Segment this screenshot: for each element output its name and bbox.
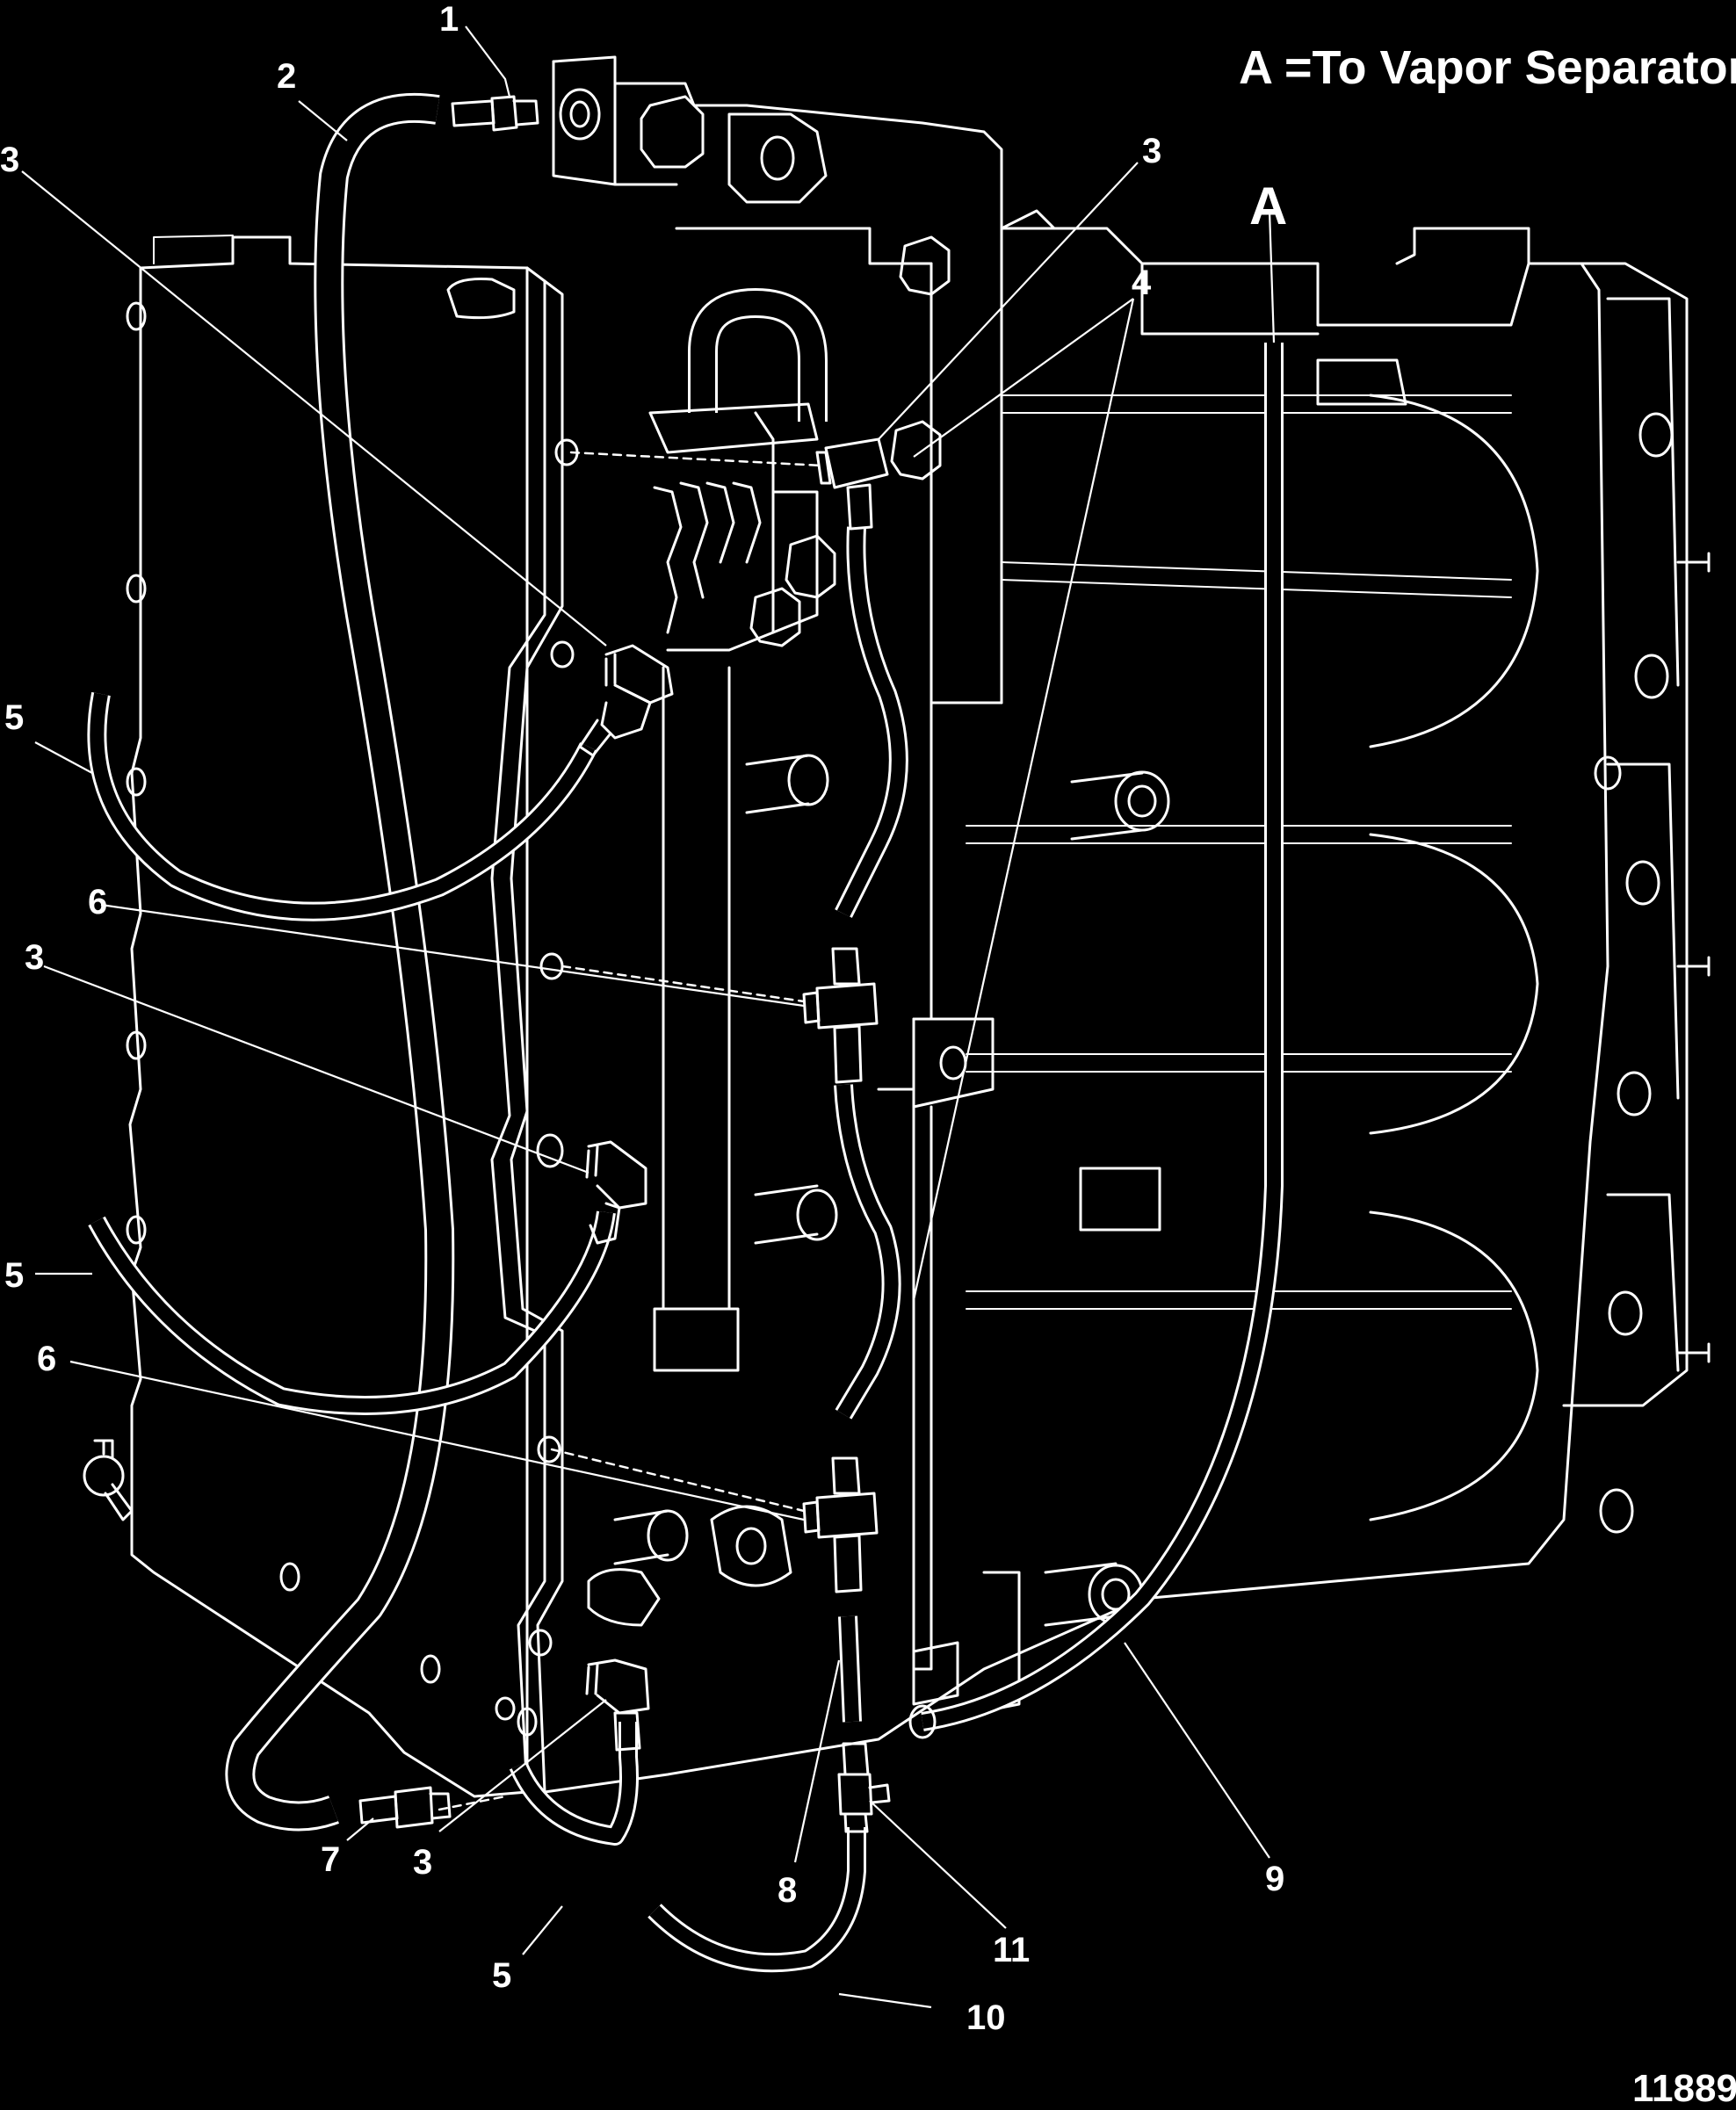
- alignment-dashes: [438, 451, 823, 1811]
- elbow-fitting-upper: [578, 644, 674, 757]
- fitting-1: [451, 95, 539, 132]
- gasket-flange: [490, 266, 546, 1794]
- flange-studs: [495, 438, 579, 1721]
- callout-5-lower: 5: [492, 1956, 511, 1995]
- fitting-7: [358, 1786, 452, 1829]
- top-bolts: [640, 95, 951, 647]
- callout-1: 1: [439, 0, 459, 39]
- callout-2: 2: [277, 57, 296, 96]
- tee-fitting-11: [837, 1742, 891, 1833]
- fuel-rail-cap: [653, 1307, 740, 1372]
- callout-3-bottom: 3: [413, 1843, 432, 1882]
- elbow-fitting-bottom: [585, 1658, 650, 1752]
- side-cover-top-lip: [153, 235, 234, 264]
- tee-fitting-top: [815, 437, 889, 531]
- hose-5-middle: [88, 1210, 616, 1415]
- hose-9-end-fitting: [908, 1704, 937, 1739]
- lower-left-stud: [587, 1568, 661, 1627]
- flange-top-stud: [446, 278, 516, 320]
- callout-3-upper-right: 3: [1142, 132, 1161, 170]
- callout-5-upper: 5: [4, 698, 24, 737]
- cover-bolt-holes: [126, 301, 538, 1737]
- line-label-a: A: [1249, 177, 1287, 235]
- legend-separator: =: [1271, 41, 1313, 94]
- callout-3-middle: 3: [25, 938, 44, 977]
- legend-text: A =To Vapor Separator: [1239, 41, 1736, 94]
- callout-6-lower: 6: [37, 1340, 56, 1378]
- callout-11: 11: [993, 1931, 1030, 1969]
- legend-description: To Vapor Separator: [1313, 41, 1736, 94]
- hoses: [87, 92, 1284, 1973]
- fuel-rail-tube: [662, 666, 731, 1311]
- gasket-flange-inner: [510, 279, 564, 1794]
- legend-key: A: [1239, 41, 1272, 94]
- callout-labels: 1 2 3 3 3 3 4 5 5 5 6 6 7 8 9 10 11: [0, 0, 1284, 2037]
- engine-block: [83, 55, 1711, 1798]
- cover-vent-fitting: [83, 1439, 134, 1521]
- block-ribs: [966, 394, 1512, 1310]
- callout-10: 10: [966, 1998, 1006, 2037]
- cylinder-bores: [1369, 394, 1539, 1521]
- tee-fitting-lower: [802, 1456, 879, 1593]
- upper-bracket: [727, 112, 828, 204]
- callout-7: 7: [321, 1840, 340, 1879]
- block-bosses: [1044, 358, 1407, 1627]
- center-rail-strip: [912, 262, 933, 1671]
- callout-8: 8: [778, 1871, 797, 1910]
- leader-lines: [21, 25, 1276, 2009]
- side-cover-plate: [128, 235, 529, 1798]
- cylinder-block-top: [1000, 209, 1530, 336]
- callout-5-middle: 5: [4, 1256, 24, 1295]
- center-rail-bracket: [877, 1017, 995, 1109]
- fittings: [358, 95, 937, 1833]
- callout-9: 9: [1265, 1860, 1284, 1898]
- head-bolts: [1594, 412, 1674, 1534]
- cylinder-heads: [1527, 262, 1711, 1407]
- tee-fitting-middle: [802, 947, 879, 1084]
- throttle-linkage: [648, 402, 836, 652]
- callout-6-upper: 6: [88, 883, 107, 921]
- middle-bosses: [613, 754, 838, 1587]
- hose-9: [921, 343, 1284, 1731]
- top-manifold-face: [552, 60, 678, 186]
- callout-3-upper-left: 3: [0, 141, 19, 179]
- cylinder-block: [543, 227, 1609, 1794]
- figure-number: 11889: [1632, 2067, 1736, 2110]
- top-manifold: [552, 55, 1003, 705]
- callout-4: 4: [1132, 264, 1152, 302]
